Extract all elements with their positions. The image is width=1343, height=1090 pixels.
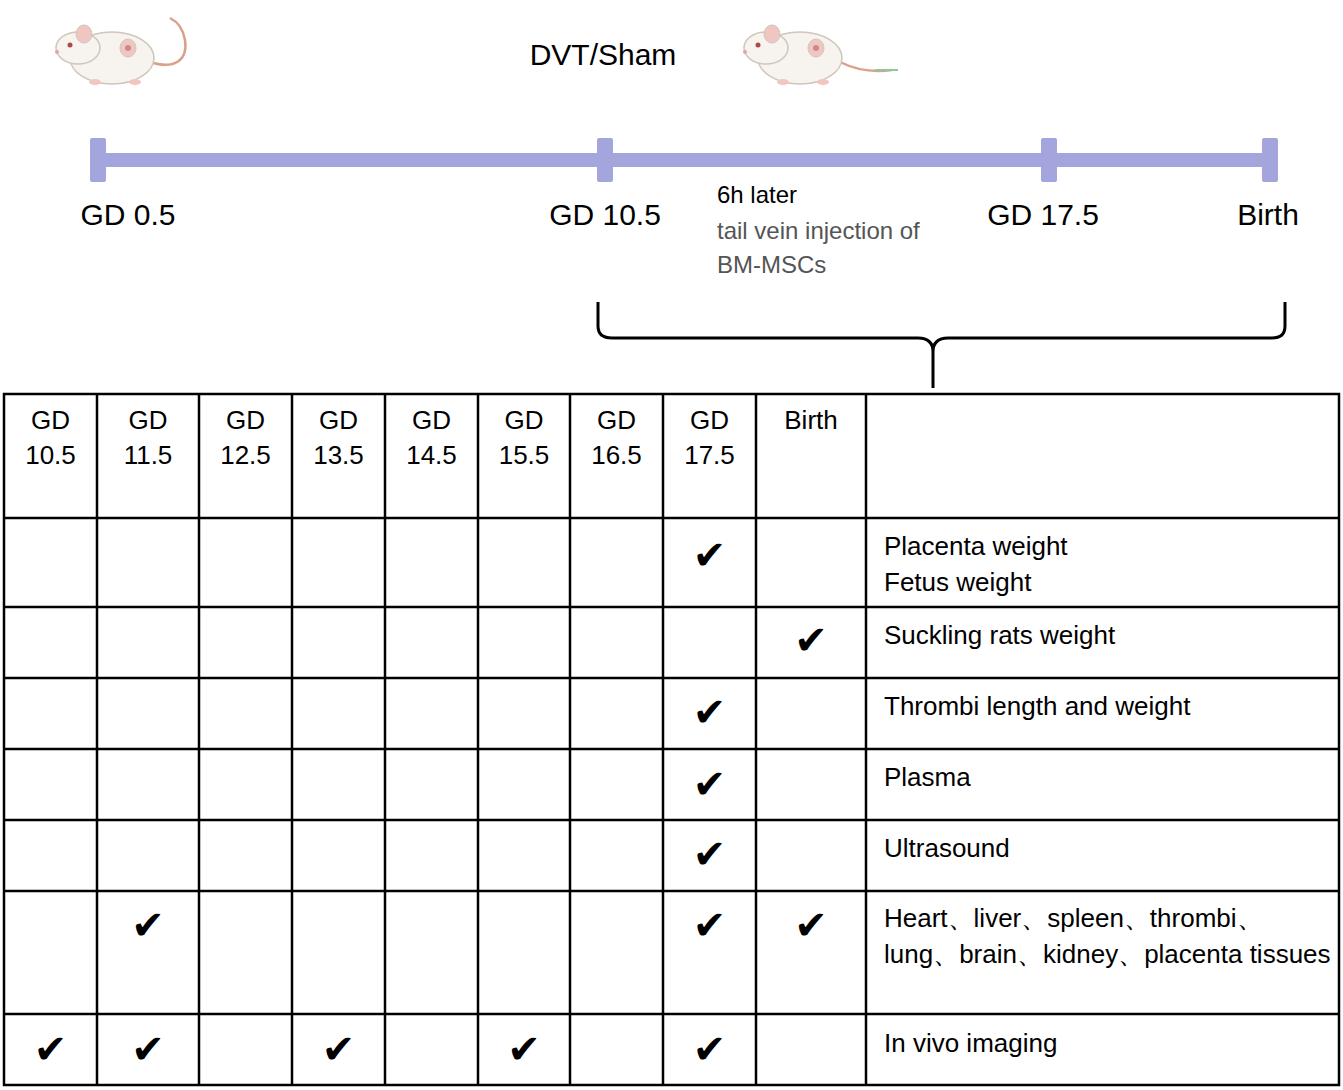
table-header: GD 16.5 bbox=[584, 403, 650, 473]
table-header: Birth bbox=[760, 403, 862, 438]
timeline-label: GD 17.5 bbox=[963, 198, 1123, 232]
table-header: GD 10.5 bbox=[18, 403, 84, 473]
row-label: In vivo imaging bbox=[884, 1025, 1332, 1061]
timeline bbox=[90, 138, 1278, 182]
timeline-label: GD 10.5 bbox=[525, 198, 685, 232]
check-mark: ✔ bbox=[665, 900, 754, 950]
table-header: GD 17.5 bbox=[677, 403, 743, 473]
check-mark: ✔ bbox=[665, 687, 754, 737]
row-label: Thrombi length and weight bbox=[884, 688, 1332, 724]
check-mark: ✔ bbox=[665, 530, 754, 580]
check-mark: ✔ bbox=[758, 615, 864, 665]
check-mark: ✔ bbox=[6, 1024, 95, 1074]
table-header: GD 15.5 bbox=[491, 403, 557, 473]
check-mark: ✔ bbox=[99, 900, 197, 950]
row-label: Heart、liver、spleen、thrombi、lung、brain、ki… bbox=[884, 900, 1332, 972]
check-mark: ✔ bbox=[480, 1024, 568, 1074]
timeline-label: Birth bbox=[1198, 198, 1338, 232]
table-header: GD 13.5 bbox=[306, 403, 372, 473]
check-mark: ✔ bbox=[294, 1024, 383, 1074]
check-mark: ✔ bbox=[99, 1024, 197, 1074]
check-mark: ✔ bbox=[665, 829, 754, 879]
bracket bbox=[598, 302, 1285, 388]
row-label: Ultrasound bbox=[884, 830, 1332, 866]
row-label: Placenta weight bbox=[884, 528, 1332, 564]
table-header: GD 11.5 bbox=[115, 403, 181, 473]
row-label: Suckling rats weight bbox=[884, 617, 1332, 653]
check-mark: ✔ bbox=[758, 900, 864, 950]
row-label: Fetus weight bbox=[884, 564, 1332, 600]
row-label: Plasma bbox=[884, 759, 1332, 795]
table-grid bbox=[4, 394, 1339, 1085]
rat-illustration bbox=[55, 18, 185, 85]
table-header: GD 14.5 bbox=[399, 403, 465, 473]
table-header: GD 12.5 bbox=[213, 403, 279, 473]
check-mark: ✔ bbox=[665, 1024, 754, 1074]
rat-illustration bbox=[743, 25, 898, 85]
timeline-label: GD 0.5 bbox=[48, 198, 208, 232]
check-mark: ✔ bbox=[665, 759, 754, 809]
annotation: 6h later bbox=[717, 178, 967, 212]
annotation: tail vein injection of BM-MSCs bbox=[717, 214, 967, 282]
timeline-title: DVT/Sham bbox=[483, 38, 723, 72]
